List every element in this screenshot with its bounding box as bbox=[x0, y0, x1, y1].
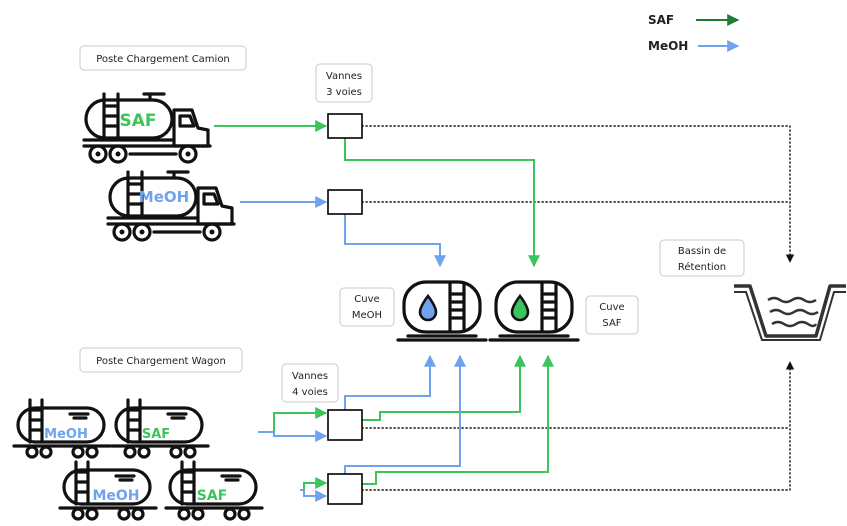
meoh-wagon1-to-valve bbox=[258, 430, 328, 442]
wagon-saf-2: SAF bbox=[164, 460, 264, 521]
oil-drop-icon bbox=[510, 293, 530, 322]
vannes-3-box: Vannes 3 voies bbox=[315, 63, 373, 103]
cuve-saf-box: Cuve SAF bbox=[585, 295, 639, 335]
water-drop-icon bbox=[418, 293, 438, 322]
bassin-line2: Rétention bbox=[678, 261, 726, 273]
drain-line-top bbox=[361, 125, 795, 263]
valve-4way-wagon1[interactable] bbox=[327, 409, 363, 441]
saf-valve-to-tank bbox=[344, 138, 540, 268]
drain-line-bottom bbox=[361, 361, 795, 491]
wagon-1-right-label: SAF bbox=[142, 427, 170, 442]
wagon-meoh-1: MeOH bbox=[12, 398, 112, 459]
wagon-2-right-label: SAF bbox=[197, 488, 227, 504]
wagon-2-left-label: MeOH bbox=[92, 488, 139, 504]
legend-saf-label: SAF bbox=[648, 13, 674, 27]
cuve-saf-line1: Cuve bbox=[599, 302, 624, 313]
bassin-line1: Bassin de bbox=[678, 246, 726, 257]
cuve-meoh-line2: MeOH bbox=[352, 310, 382, 321]
poste-camion-box: Poste Chargement Camion bbox=[79, 45, 247, 71]
meoh-valve-to-tank bbox=[344, 214, 446, 268]
vannes-4-box: Vannes 4 voies bbox=[281, 363, 339, 403]
bassin-box: Bassin de Rétention bbox=[659, 239, 745, 277]
poste-wagon-label: Poste Chargement Wagon bbox=[96, 356, 226, 367]
cuve-meoh-tank bbox=[396, 280, 488, 342]
saf-valve4b-to-tank bbox=[362, 354, 554, 485]
legend: SAF MeOH bbox=[648, 13, 740, 53]
truck-saf: SAF bbox=[82, 92, 212, 164]
vannes-3-line1: Vannes bbox=[326, 71, 362, 82]
cuve-saf-tank bbox=[488, 280, 580, 342]
saf-wagon1-to-valve bbox=[258, 407, 328, 433]
saf-lines bbox=[214, 120, 554, 491]
vannes-4-line2: 4 voies bbox=[292, 387, 328, 398]
legend-meoh-label: MeOH bbox=[648, 39, 688, 53]
truck-saf-label: SAF bbox=[119, 111, 156, 131]
meoh-wagon2-to-valve bbox=[300, 489, 328, 502]
truck-meoh: MeOH bbox=[106, 170, 236, 242]
vannes-3-line2: 3 voies bbox=[326, 87, 362, 98]
poste-camion-label: Poste Chargement Camion bbox=[96, 54, 230, 65]
cuve-saf-line2: SAF bbox=[602, 318, 621, 329]
meoh-valve4b-to-tank bbox=[344, 354, 466, 474]
meoh-lines bbox=[240, 196, 466, 502]
saf-valve4a-to-tank bbox=[362, 354, 526, 421]
wagon-saf-1: SAF bbox=[110, 398, 210, 459]
saf-wagon2-to-valve bbox=[300, 477, 328, 491]
meoh-valve4a-to-tank bbox=[344, 354, 436, 410]
valve-3way-meoh[interactable] bbox=[327, 189, 363, 215]
drain-lines bbox=[361, 125, 795, 491]
valve-3way-saf[interactable] bbox=[327, 113, 363, 139]
cuve-meoh-line1: Cuve bbox=[354, 294, 379, 305]
retention-basin-icon bbox=[734, 284, 846, 341]
wagon-1-left-label: MeOH bbox=[44, 427, 88, 442]
truck-meoh-label: MeOH bbox=[139, 188, 189, 206]
poste-wagon-box: Poste Chargement Wagon bbox=[79, 347, 243, 373]
valve-4way-wagon2[interactable] bbox=[327, 473, 363, 505]
cuve-meoh-box: Cuve MeOH bbox=[339, 287, 395, 327]
wagon-meoh-2: MeOH bbox=[58, 460, 158, 521]
vannes-4-line1: Vannes bbox=[292, 371, 328, 382]
